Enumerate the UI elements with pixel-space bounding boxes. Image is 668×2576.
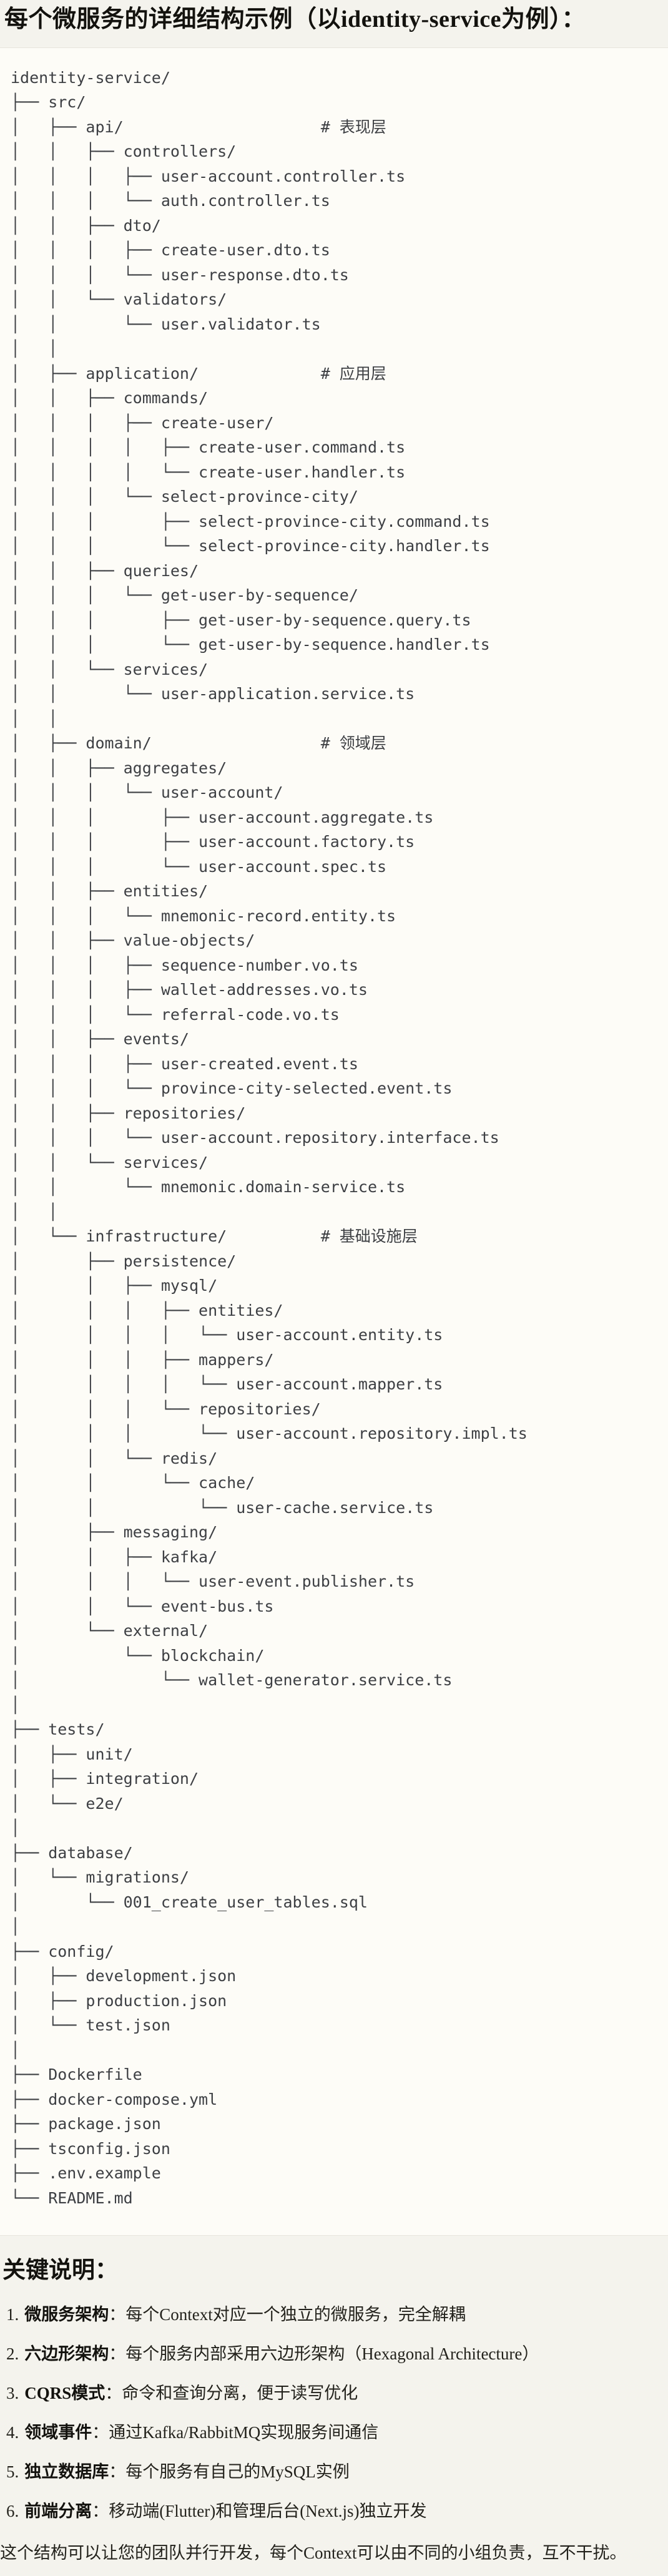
note-colon: ： [109, 2462, 126, 2482]
key-note-item: 6. 前端分离：移动端(Flutter)和管理后台(Next.js)独立开发 [6, 2499, 668, 2524]
note-label: 领域事件 [24, 2423, 92, 2442]
note-text: 通过Kafka/RabbitMQ实现服务间通信 [109, 2423, 379, 2442]
note-text: 命令和查询分离，便于读写优化 [122, 2384, 358, 2403]
key-notes-list: 1.微服务架构：每个Context对应一个独立的微服务，完全解耦 2.六边形架构… [0, 2302, 668, 2524]
key-note-item: 1. 微服务架构：每个Context对应一个独立的微服务，完全解耦 [6, 2302, 668, 2327]
note-colon: ： [109, 2305, 126, 2324]
note-label: 微服务架构 [24, 2305, 109, 2324]
note-number: 5. [6, 2462, 19, 2482]
note-number: 4. [6, 2423, 19, 2442]
closing-paragraph: 这个结构可以让您的团队并行开发，每个Context可以由不同的小组负责，互不干扰… [0, 2544, 627, 2563]
note-label: 独立数据库 [24, 2462, 109, 2482]
note-label: 六边形架构 [24, 2344, 109, 2364]
note-colon: ： [109, 2344, 126, 2364]
note-text: 每个服务内部采用六边形架构（Hexagonal Architecture） [125, 2344, 539, 2364]
note-colon: ： [105, 2384, 122, 2403]
note-text: 移动端(Flutter)和管理后台(Next.js)独立开发 [109, 2502, 427, 2521]
directory-tree: identity-service/ ├── src/ │ ├── api/ # … [11, 68, 528, 2207]
key-note-item: 2.六边形架构：每个服务内部采用六边形架构（Hexagonal Architec… [6, 2341, 668, 2366]
note-number: 2. [6, 2344, 19, 2364]
key-note-item: 4. 领域事件：通过Kafka/RabbitMQ实现服务间通信 [6, 2420, 668, 2445]
code-block: identity-service/ ├── src/ │ ├── api/ # … [0, 47, 668, 2236]
note-text: 每个Context对应一个独立的微服务，完全解耦 [125, 2305, 466, 2324]
key-notes-heading: 关键说明： [2, 2258, 118, 2284]
note-label: 前端分离 [24, 2502, 92, 2521]
note-label: CQRS模式 [24, 2384, 106, 2403]
key-note-item: 3. CQRS模式：命令和查询分离，便于读写优化 [6, 2381, 668, 2406]
note-text: 每个服务有自己的MySQL实例 [125, 2462, 350, 2482]
note-number: 3. [6, 2384, 19, 2403]
page-title: 每个微服务的详细结构示例（以identity-service为例）： [4, 6, 586, 32]
key-note-item: 5.独立数据库：每个服务有自己的MySQL实例 [6, 2459, 668, 2484]
note-colon: ： [92, 2423, 109, 2442]
note-colon: ： [92, 2502, 109, 2521]
note-number: 6. [6, 2502, 19, 2521]
note-number: 1. [6, 2305, 19, 2324]
